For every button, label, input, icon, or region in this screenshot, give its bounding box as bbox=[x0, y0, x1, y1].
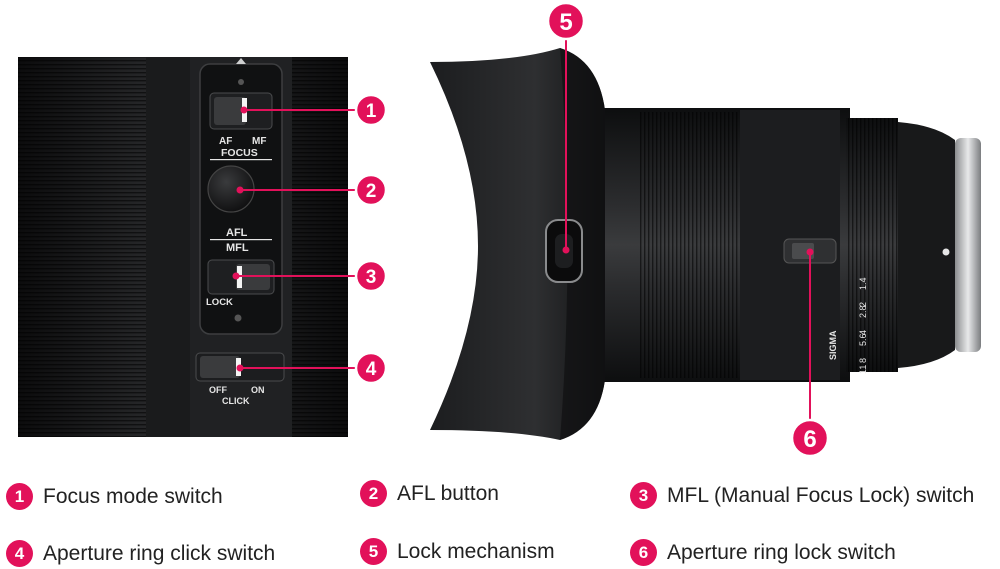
callout-5: 5 bbox=[546, 1, 586, 41]
lens-full-view: SIGMA 1.4 22.8 45.6 8 11 bbox=[430, 48, 981, 440]
lock-label: LOCK bbox=[206, 297, 233, 308]
aperture-scale-value: 4 bbox=[858, 330, 868, 335]
callout-3: 3 bbox=[354, 259, 388, 293]
mfl-label: MFL bbox=[226, 242, 249, 254]
legend-badge: 6 bbox=[630, 539, 657, 566]
aperture-scale-value: 2 bbox=[858, 302, 868, 307]
legend-item-1: 1 Focus mode switch bbox=[6, 483, 223, 510]
callout-number: 4 bbox=[366, 359, 377, 380]
legend-label: AFL button bbox=[397, 481, 499, 505]
legend-badge: 4 bbox=[6, 540, 33, 567]
callout-1: 1 bbox=[354, 93, 388, 127]
afl-label: AFL bbox=[226, 227, 248, 239]
legend-badge: 1 bbox=[6, 483, 33, 510]
lens-side-view: AF MF FOCUS AFL MFL LOCK OFF ON CLICK bbox=[18, 57, 348, 437]
on-label: ON bbox=[251, 385, 265, 395]
off-label: OFF bbox=[209, 385, 227, 395]
legend-label: MFL (Manual Focus Lock) switch bbox=[667, 483, 975, 507]
callout-number: 2 bbox=[366, 181, 377, 202]
legend-item-6: 6 Aperture ring lock switch bbox=[630, 539, 896, 566]
aperture-scale-value: 8 bbox=[858, 358, 868, 363]
legend-item-2: 2 AFL button bbox=[360, 480, 499, 507]
mf-label: MF bbox=[252, 136, 266, 147]
af-label: AF bbox=[219, 136, 232, 147]
callout-number: 5 bbox=[559, 9, 572, 36]
legend-label: Focus mode switch bbox=[43, 484, 223, 508]
lens-hood bbox=[430, 48, 605, 440]
click-label: CLICK bbox=[222, 396, 250, 406]
callout-number: 1 bbox=[366, 101, 377, 122]
legend-label: Aperture ring lock switch bbox=[667, 540, 896, 564]
aperture-scale-value: 2.8 bbox=[858, 305, 868, 318]
callout-2: 2 bbox=[354, 173, 388, 207]
brand-label: SIGMA bbox=[828, 330, 838, 360]
aperture-scale-value: 1.4 bbox=[858, 277, 868, 290]
focus-label: FOCUS bbox=[221, 147, 258, 159]
legend-badge: 5 bbox=[360, 538, 387, 565]
aperture-scale-value: 11 bbox=[858, 365, 868, 374]
callout-lines bbox=[236, 36, 811, 422]
aperture-scale-value: 5.6 bbox=[858, 333, 868, 346]
aperture-scale: 1.4 22.8 45.6 8 11 bbox=[858, 277, 868, 374]
lens-illustration: AF MF FOCUS AFL MFL LOCK OFF ON CLICK bbox=[18, 1, 981, 458]
legend-badge: 3 bbox=[630, 482, 657, 509]
callout-number: 3 bbox=[366, 267, 377, 288]
legend-label: Lock mechanism bbox=[397, 539, 555, 563]
legend-label: Aperture ring click switch bbox=[43, 541, 276, 565]
legend-item-3: 3 MFL (Manual Focus Lock) switch bbox=[630, 482, 974, 509]
callout-4: 4 bbox=[354, 351, 388, 385]
callout-6: 6 bbox=[790, 418, 830, 458]
legend-item-5: 5 Lock mechanism bbox=[360, 538, 555, 565]
callout-number: 6 bbox=[803, 426, 816, 453]
legend-item-4: 4 Aperture ring click switch bbox=[6, 540, 275, 567]
legend-badge: 2 bbox=[360, 480, 387, 507]
legend: 1 Focus mode switch 2 AFL button 3 MFL (… bbox=[0, 470, 1000, 569]
callout-dots bbox=[232, 106, 814, 372]
lens-mount bbox=[955, 138, 981, 352]
